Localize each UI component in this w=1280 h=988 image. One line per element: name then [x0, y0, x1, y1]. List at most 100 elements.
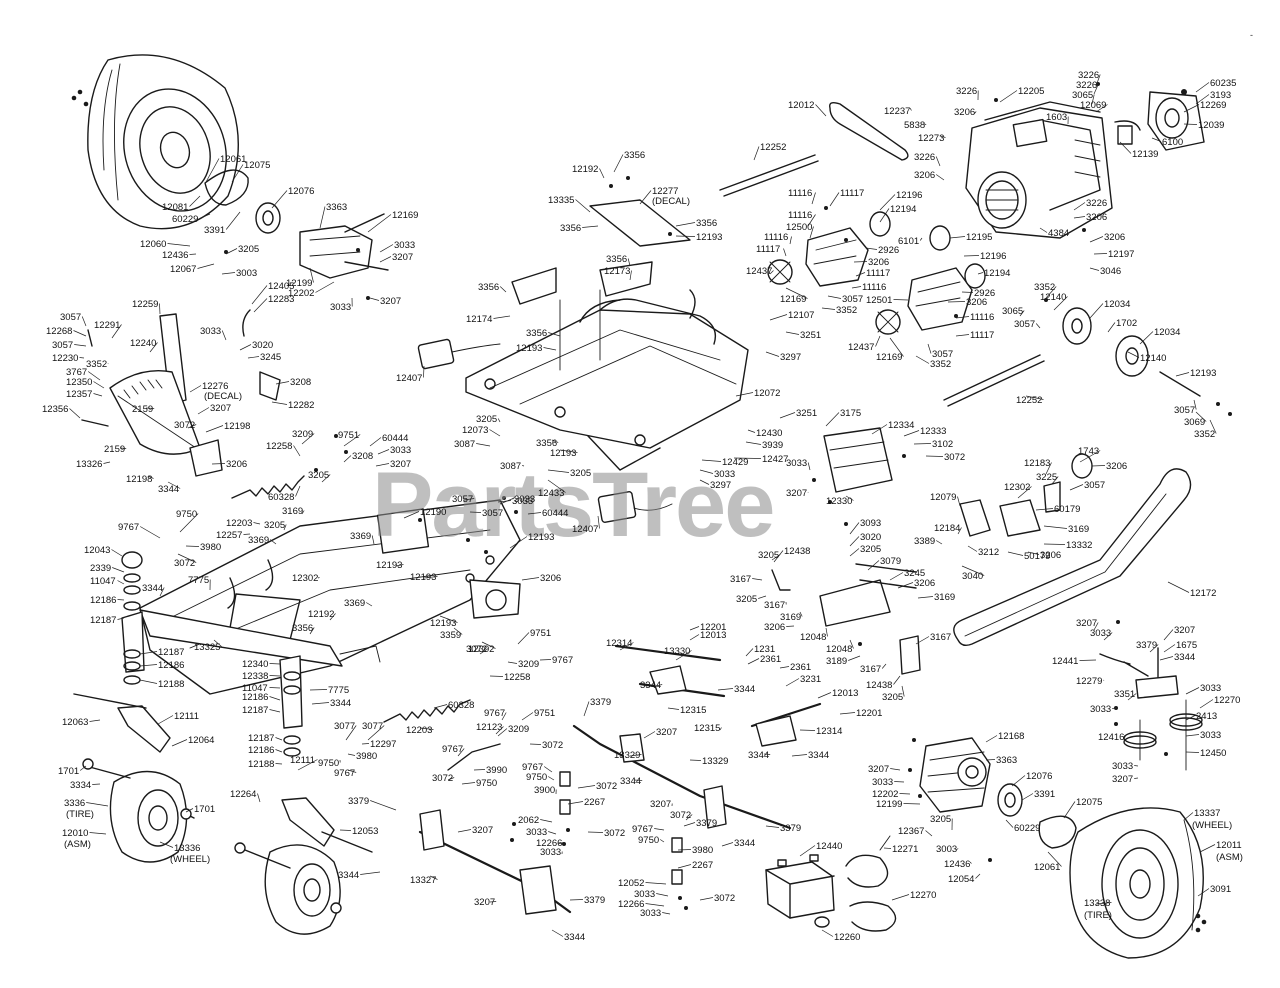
callout-leader-line	[845, 495, 854, 501]
callout-leader-line	[521, 712, 534, 721]
part-callout: 12334	[888, 420, 914, 431]
callout-leader-line	[1079, 659, 1097, 661]
callout-leader-line	[225, 211, 241, 230]
callout-leader-line	[1127, 693, 1137, 701]
callout-leader-line	[1199, 844, 1216, 853]
callout-leader-line	[1183, 123, 1198, 125]
part-callout: 12186	[248, 745, 274, 756]
part-callout: 12427	[762, 454, 788, 465]
part-callout: 12186	[158, 660, 184, 671]
part-callout: 3209	[508, 724, 529, 735]
part-callout: 3193	[1210, 90, 1231, 101]
part-callout: 3003	[936, 844, 957, 855]
callout-leader-line	[139, 679, 158, 684]
callout-leader-line	[1079, 450, 1101, 463]
callout-leader-line	[159, 587, 165, 597]
part-callout: 2361	[760, 654, 781, 665]
part-callout: 9751	[534, 708, 555, 719]
part-callout: 12199	[286, 278, 312, 289]
part-callout: 3344	[640, 680, 661, 691]
callout-leader-line	[149, 342, 158, 353]
part-callout: 1231	[754, 644, 775, 655]
callout-leader-line	[369, 437, 382, 447]
part-callout: 12270	[910, 890, 936, 901]
part-callout: 12076	[288, 186, 314, 197]
callout-leader-line	[489, 429, 501, 437]
part-callout: 3356	[624, 150, 645, 161]
part-callout: 12266	[618, 899, 644, 910]
part-callout: 3245	[260, 352, 281, 363]
part-callout: 3344	[808, 750, 829, 761]
part-callout: 2159	[132, 404, 153, 415]
callout-leader-line	[1091, 465, 1106, 467]
callout-leader-line	[371, 535, 375, 545]
callout-leader-line	[569, 899, 584, 901]
callout-leader-line	[493, 315, 511, 319]
engine-pulley-clutch	[1147, 89, 1205, 151]
part-callout: 2361	[790, 662, 811, 673]
callout-leader-line	[1043, 543, 1066, 545]
part-callout: 13329	[614, 750, 640, 761]
part-callout: 3205	[860, 544, 881, 555]
callout-leader-line	[497, 418, 501, 423]
part-callout: 3206	[226, 459, 247, 470]
part-callout: 12169	[780, 294, 806, 305]
callout-leader-line	[699, 479, 710, 485]
part-callout: 3206	[954, 107, 975, 118]
part-callout: 3033	[786, 458, 807, 469]
callout-leader-line	[975, 873, 981, 879]
callout-leader-line	[309, 267, 314, 283]
callout-leader-line	[613, 154, 624, 173]
callout-leader-line	[935, 156, 941, 167]
callout-leader-line	[903, 430, 920, 437]
part-callout: 12340	[242, 659, 268, 670]
part-callout: 3207	[656, 727, 677, 738]
callout-leader-line	[179, 513, 199, 533]
part-callout: 12258	[266, 441, 292, 452]
part-callout: 3189	[826, 656, 847, 667]
callout-leader-line	[1134, 777, 1139, 779]
callout-leader-line	[159, 303, 161, 315]
part-callout: 3057	[1084, 480, 1105, 491]
callout-labels: 1206112075120816022933911207633631216912…	[42, 70, 1243, 943]
part-callout: 12075	[244, 160, 270, 171]
part-callout: 12039	[1198, 120, 1224, 131]
part-callout: 12330	[826, 496, 852, 507]
part-callout: 3379	[348, 796, 369, 807]
part-callout: 12012	[788, 100, 814, 111]
part-callout: 3205	[930, 814, 951, 825]
part-callout: 9750	[176, 509, 197, 520]
callout-leader-line	[919, 237, 923, 241]
callout-leader-line	[662, 912, 671, 915]
part-callout: 12172	[1190, 588, 1216, 599]
part-callout: 12186	[90, 595, 116, 606]
part-callout: 3065	[1002, 306, 1023, 317]
callout-leader-line	[447, 777, 455, 781]
part-callout: 12315	[694, 723, 720, 734]
callout-leader-line	[977, 272, 984, 275]
callout-leader-line	[1035, 508, 1054, 511]
part-callout: 12188	[158, 679, 184, 690]
callout-leader-line	[1045, 462, 1052, 475]
right-pulley-stack	[1099, 647, 1203, 771]
hydro-pump-upper	[767, 211, 891, 287]
part-callout: 60328	[268, 492, 294, 503]
callout-leader-line	[479, 648, 489, 655]
callout-leader-line	[547, 469, 570, 473]
callout-leader-line	[779, 666, 790, 669]
part-callout: 3352	[836, 305, 857, 316]
callout-leader-line	[1053, 296, 1068, 311]
part-callout: 13336	[174, 843, 200, 854]
callout-leader-line	[567, 801, 584, 805]
callout-leader-line	[253, 522, 261, 525]
part-callout: 3352	[1194, 429, 1215, 440]
callout-leader-line	[111, 324, 122, 339]
callout-leader-line	[883, 847, 892, 849]
part-callout: 12069	[1080, 100, 1106, 111]
callout-leader-line	[879, 208, 890, 223]
callout-leader-line	[457, 829, 472, 833]
part-callout: 12259	[132, 299, 158, 310]
callout-leader-line	[301, 433, 315, 445]
callout-leader-line	[339, 829, 352, 831]
callout-leader-line	[489, 675, 504, 677]
